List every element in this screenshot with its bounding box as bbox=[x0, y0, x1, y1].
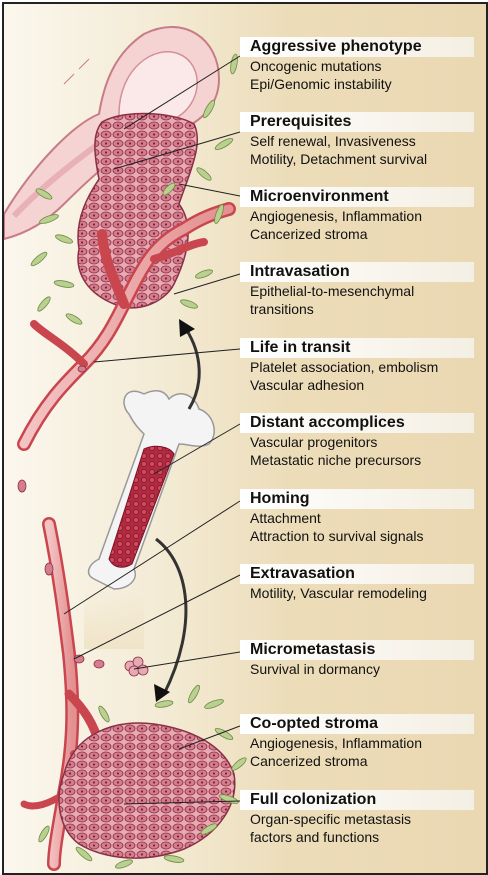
stage-title: Intravasation bbox=[240, 262, 474, 282]
stage-title: Microenvironment bbox=[240, 187, 474, 207]
metastasis-illustration bbox=[4, 25, 247, 871]
stage-desc-line: Survival in dormancy bbox=[250, 661, 380, 677]
stage-prerequisites: Prerequisites Self renewal, Invasiveness… bbox=[240, 112, 480, 168]
stage-desc-line: Attachment bbox=[250, 510, 321, 526]
stage-title: Distant accomplices bbox=[240, 413, 474, 433]
full-colony bbox=[58, 722, 236, 859]
stage-desc-line: Self renewal, Invasiveness bbox=[250, 133, 416, 149]
stage-desc-line: Vascular adhesion bbox=[250, 377, 365, 393]
stage-title: Homing bbox=[240, 489, 474, 509]
stage-desc-line: Cancerized stroma bbox=[250, 753, 368, 769]
arrow-head-down bbox=[154, 684, 170, 702]
stage-full-colonization: Full colonization Organ-specific metasta… bbox=[240, 790, 480, 846]
stage-distant-accomplices: Distant accomplices Vascular progenitors… bbox=[240, 413, 480, 469]
stage-title: Extravasation bbox=[240, 564, 474, 584]
stage-desc-line: Epithelial-to-mesenchymal bbox=[250, 283, 415, 299]
stage-desc-line: Angiogenesis, Inflammation bbox=[250, 735, 422, 751]
stage-desc-line: Angiogenesis, Inflammation bbox=[250, 208, 422, 224]
stage-desc-line: Organ-specific metastasis bbox=[250, 811, 412, 827]
stage-desc-line: Epi/Genomic instability bbox=[250, 76, 392, 92]
stage-aggressive-phenotype: Aggressive phenotype Oncogenic mutations… bbox=[240, 37, 480, 93]
stage-intravasation: Intravasation Epithelial-to-mesenchymal … bbox=[240, 262, 480, 318]
stage-title: Aggressive phenotype bbox=[240, 37, 474, 57]
stage-extravasation: Extravasation Motility, Vascular remodel… bbox=[240, 564, 480, 602]
stage-homing: Homing Attachment Attraction to survival… bbox=[240, 489, 480, 545]
stage-labels: Aggressive phenotype Oncogenic mutations… bbox=[4, 4, 486, 873]
distant-stroma bbox=[38, 684, 247, 869]
leader-lines bbox=[63, 55, 241, 805]
stage-micrometastasis: Micrometastasis Survival in dormancy bbox=[240, 640, 480, 678]
stage-title: Life in transit bbox=[240, 338, 474, 358]
stage-desc-line: Motility, Detachment survival bbox=[250, 151, 428, 167]
stage-title: Prerequisites bbox=[240, 112, 474, 132]
stage-co-opted-stroma: Co-opted stroma Angiogenesis, Inflammati… bbox=[240, 714, 480, 770]
stage-desc-line: Vascular progenitors bbox=[250, 434, 378, 450]
stage-desc-line: Cancerized stroma bbox=[250, 226, 368, 242]
stage-desc-line: Attraction to survival signals bbox=[250, 528, 424, 544]
transit-arrows bbox=[155, 328, 201, 695]
stage-desc-line: transitions bbox=[250, 301, 314, 317]
stage-desc-line: Oncogenic mutations bbox=[250, 58, 382, 74]
primary-blood-vessel bbox=[17, 202, 236, 451]
stage-desc-line: Metastatic niche precursors bbox=[250, 452, 422, 468]
stage-life-in-transit: Life in transit Platelet association, em… bbox=[240, 338, 480, 394]
stage-title: Co-opted stroma bbox=[240, 714, 474, 734]
stage-desc-line: Platelet association, embolism bbox=[250, 359, 439, 375]
stage-microenvironment: Microenvironment Angiogenesis, Inflammat… bbox=[240, 187, 480, 243]
stage-title: Micrometastasis bbox=[240, 640, 474, 660]
circulating-cells bbox=[17, 365, 105, 669]
stage-desc-line: Motility, Vascular remodeling bbox=[250, 585, 427, 601]
stage-desc-line: factors and functions bbox=[250, 829, 380, 845]
stage-title: Full colonization bbox=[240, 790, 474, 810]
arrow-head-up bbox=[179, 319, 195, 337]
